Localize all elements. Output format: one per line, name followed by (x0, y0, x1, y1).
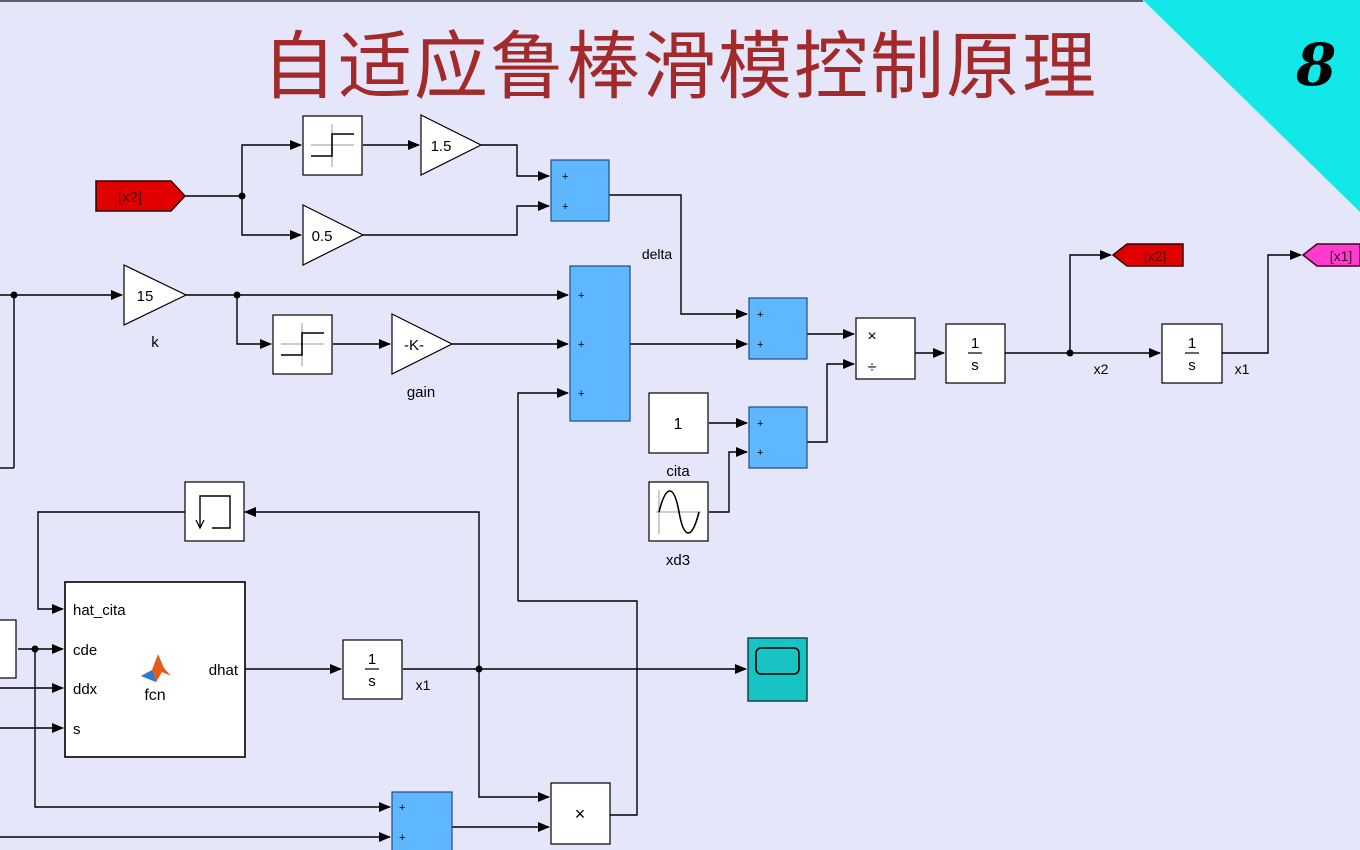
gain-k-block[interactable]: -K- (391, 313, 454, 375)
fcn-output-dhat: dhat (209, 662, 239, 679)
gain-1-5-value: 1.5 (431, 138, 452, 155)
times-sign: × (867, 328, 876, 345)
gain-k-name: gain (407, 384, 435, 401)
constant-value: 1 (674, 416, 683, 433)
sum-block-big[interactable]: + + + (569, 265, 631, 422)
fcn-input-hat-cita: hat_cita (73, 602, 126, 619)
plus-sign: + (578, 388, 584, 400)
matlab-function-block[interactable]: hat_cita cde ddx s dhat fcn (64, 581, 246, 758)
goto-x2-label: [x2] (1144, 248, 1167, 264)
relay-block-middle[interactable] (272, 314, 333, 375)
gain-1-5-block[interactable]: 1.5 (420, 114, 483, 176)
product-divide-block[interactable]: × ÷ (855, 317, 916, 380)
fcn-input-s: s (73, 721, 81, 738)
product-block-lower[interactable]: × (550, 782, 611, 845)
integrator-block-3[interactable]: 1 s (342, 639, 403, 700)
divide-sign: ÷ (868, 359, 877, 376)
goto-x1-label: [x1] (1330, 248, 1353, 264)
x2-signal-label: x2 (1094, 361, 1109, 377)
integrator-numerator: 1 (971, 335, 979, 352)
integrator-numerator: 1 (368, 651, 376, 668)
corner-triangle (1143, 0, 1360, 212)
from-x2-label: [x2] (118, 189, 142, 206)
plus-sign: + (399, 832, 405, 844)
integrator-numerator: 1 (1188, 335, 1196, 352)
scope-block[interactable] (747, 637, 808, 702)
plus-sign: + (578, 339, 584, 351)
gain-15-value: 15 (137, 288, 154, 305)
plus-sign: + (757, 309, 763, 321)
fcn-input-ddx: ddx (73, 681, 98, 698)
sum-block-bottom[interactable]: + + (391, 791, 453, 850)
integrator-denominator: s (1188, 357, 1196, 374)
sine-wave-block[interactable] (648, 481, 709, 542)
slide-title: 自适应鲁棒滑模控制原理 (262, 24, 1098, 110)
times-sign: × (575, 804, 586, 824)
integrator-block-1[interactable]: 1 s (945, 323, 1006, 384)
gain-0-5-block[interactable]: 0.5 (302, 204, 365, 266)
goto-x1-block[interactable]: [x1] (1301, 243, 1360, 267)
gain-k-value: -K- (404, 337, 424, 354)
partial-left-block[interactable] (0, 619, 17, 679)
matlab-logo-icon (141, 654, 171, 682)
memory-block[interactable] (184, 481, 245, 542)
plus-sign: + (757, 447, 763, 459)
integrator-denominator: s (971, 357, 979, 374)
plus-sign: + (757, 339, 763, 351)
sum-block-cita[interactable]: + + (748, 406, 808, 469)
goto-x2-block[interactable]: [x2] (1111, 243, 1184, 267)
gain-0-5-value: 0.5 (312, 228, 333, 245)
sum-block-mid[interactable]: + + (748, 297, 808, 360)
plus-sign: + (562, 201, 568, 213)
constant-name: cita (666, 463, 690, 480)
integrator-denominator: s (368, 673, 376, 690)
page-number: 8 (1296, 31, 1337, 99)
fcn-name: fcn (144, 687, 165, 704)
x1-lower-signal-label: x1 (416, 677, 431, 693)
plus-sign: + (562, 171, 568, 183)
plus-sign: + (757, 418, 763, 430)
relay-block-upper[interactable] (302, 115, 363, 176)
integrator-block-2[interactable]: 1 s (1161, 323, 1223, 384)
fcn-input-cde: cde (73, 642, 97, 659)
sine-wave-name: xd3 (666, 552, 690, 569)
x1-signal-label: x1 (1235, 361, 1250, 377)
constant-block[interactable]: 1 (648, 392, 709, 454)
sum-block-upper[interactable]: + + (550, 159, 610, 222)
plus-sign: + (578, 290, 584, 302)
gain-15-name: k (151, 334, 159, 351)
from-x2-block[interactable]: [x2] (95, 180, 187, 212)
plus-sign: + (399, 802, 405, 814)
delta-label: delta (642, 246, 673, 262)
gain-15-block[interactable]: 15 (123, 264, 188, 326)
